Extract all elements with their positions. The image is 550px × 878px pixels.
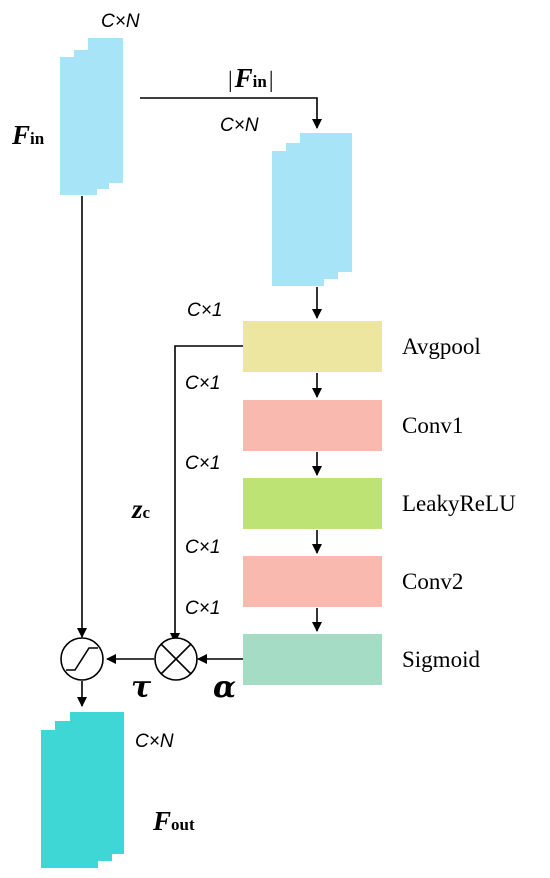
conv1-block [243, 400, 382, 451]
dim-label-conv2: C×1 [185, 537, 220, 558]
avgpool-label: Avgpool [402, 334, 481, 359]
conv2-label: Conv2 [402, 569, 463, 594]
sigmoid-block [243, 634, 382, 685]
dim-label-sigmoid: C×1 [185, 598, 220, 619]
dim-label-conv1: C×1 [185, 373, 220, 394]
connector-zc-branch [170, 345, 243, 643]
output-feature-stack [41, 712, 124, 868]
f-out-label: Fout [152, 806, 195, 836]
leakyrelu-label: LeakyReLU [402, 491, 516, 516]
sigmoid-label: Sigmoid [402, 647, 480, 672]
avgpool-block [243, 321, 382, 372]
dim-label-input: C×N [101, 11, 140, 32]
f-in-label: Fin [11, 120, 45, 150]
dim-label-leakyrelu: C×1 [185, 453, 220, 474]
abs-feature-shape [272, 133, 352, 286]
tau-label: τ [131, 670, 152, 705]
conv1-label: Conv1 [402, 413, 463, 438]
multiply-icon [154, 637, 198, 681]
abs-feature-stack [272, 133, 352, 286]
dim-label-abs: C×N [220, 115, 259, 136]
abs-f-in-label: |Fin| [228, 63, 273, 93]
dim-label-output: C×N [135, 731, 174, 752]
connector-abs-branch [140, 97, 322, 129]
dim-label-avgpool: C×1 [187, 300, 222, 321]
alpha-label: α [213, 670, 236, 705]
zc-label: zc [131, 494, 151, 524]
conv2-block [243, 556, 382, 607]
output-feature-shape [41, 712, 124, 868]
input-feature-stack [60, 38, 123, 195]
input-feature-shape [60, 38, 123, 195]
leakyrelu-block [243, 478, 382, 529]
soft-threshold-icon [60, 637, 104, 681]
